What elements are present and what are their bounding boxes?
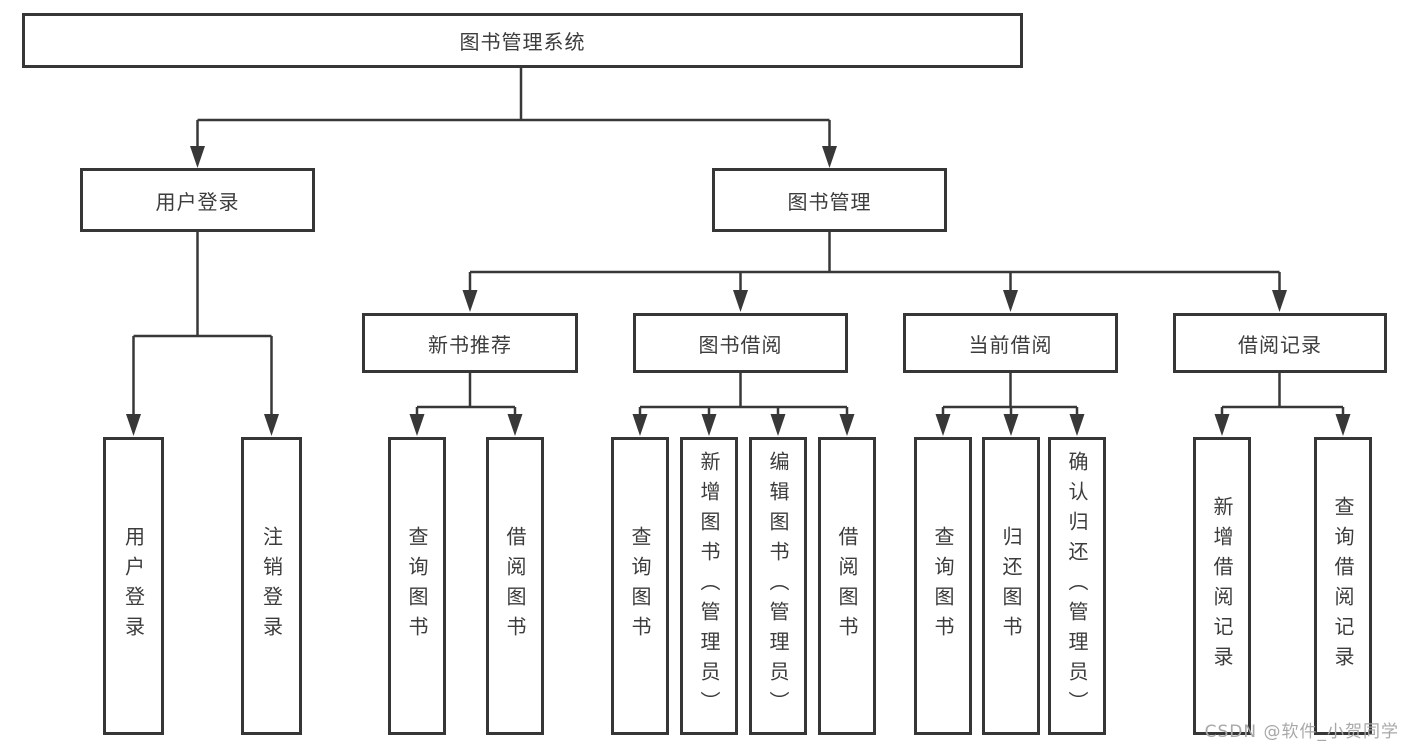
- leaf-add-book-admin: 新增图书（管理员）: [680, 437, 738, 735]
- node-book-management: 图书管理: [712, 168, 947, 232]
- arrowheads: [126, 146, 1351, 436]
- leaf-query-borrow-record: 查询借阅记录: [1314, 437, 1372, 735]
- leaf-query-books-recommend: 查询图书: [388, 437, 446, 735]
- leaf-edit-book-admin: 编辑图书（管理员）: [749, 437, 807, 735]
- node-book-borrowing: 图书借阅: [633, 313, 848, 373]
- leaf-borrow-books-recommend: 借阅图书: [486, 437, 544, 735]
- node-current-borrowing-label: 当前借阅: [968, 332, 1053, 357]
- node-book-borrowing-label: 图书借阅: [698, 332, 783, 357]
- node-book-management-label: 图书管理: [787, 189, 872, 214]
- node-root-system: 图书管理系统: [22, 13, 1023, 68]
- leaf-query-books-borrow: 查询图书: [611, 437, 669, 735]
- node-new-book-recommendation: 新书推荐: [362, 313, 578, 373]
- node-borrowing-records-label: 借阅记录: [1238, 332, 1322, 357]
- node-borrowing-records: 借阅记录: [1173, 313, 1387, 373]
- leaf-borrow-books: 借阅图书: [818, 437, 876, 735]
- node-current-borrowing: 当前借阅: [903, 313, 1118, 373]
- node-new-book-recommendation-label: 新书推荐: [428, 332, 512, 357]
- csdn-watermark: CSDN @软件_小贺同学: [1204, 722, 1399, 742]
- leaf-return-books: 归还图书: [982, 437, 1040, 735]
- leaf-add-borrow-record: 新增借阅记录: [1193, 437, 1251, 735]
- leaf-confirm-return-admin: 确认归还（管理员）: [1048, 437, 1106, 735]
- leaf-query-books-current: 查询图书: [914, 437, 972, 735]
- node-user-login-label: 用户登录: [155, 189, 240, 214]
- node-root-label: 图书管理系统: [459, 30, 586, 54]
- leaf-user-login: 用户登录: [103, 437, 164, 735]
- node-user-login: 用户登录: [80, 168, 315, 232]
- leaf-logout: 注销登录: [241, 437, 302, 735]
